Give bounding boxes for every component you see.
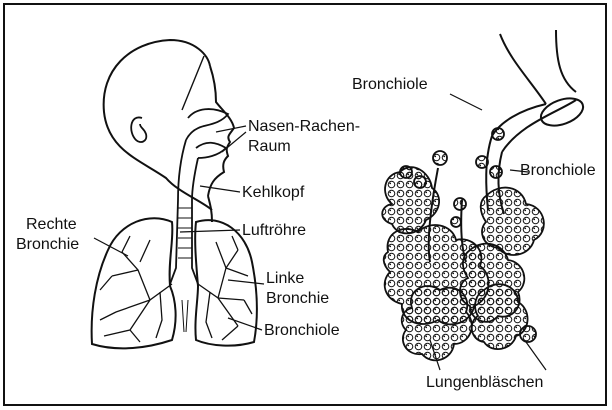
label-linke-bronchie-line1: Linke [266,270,304,288]
label-nasen-rachen-line2: Raum [248,138,291,156]
label-rechte-bronchie-line2: Bronchie [16,236,79,254]
label-nasen-rachen-line1: Nasen-Rachen- [248,118,360,136]
head-outline [104,40,234,222]
label-lungenblaeschen: Lungenbläschen [426,374,543,392]
label-kehlkopf: Kehlkopf [242,184,304,202]
label-linke-bronchie-line2: Bronchie [266,290,329,308]
label-bronchiole-left: Bronchiole [264,322,340,340]
lungs [92,218,257,348]
label-luftroehre: Luftröhre [242,222,306,240]
label-bronchiole-right: Bronchiole [520,162,596,180]
label-rechte-bronchie-line1: Rechte [26,216,77,234]
label-bronchiole-top: Bronchiole [352,76,428,94]
ear-icon [131,117,146,142]
